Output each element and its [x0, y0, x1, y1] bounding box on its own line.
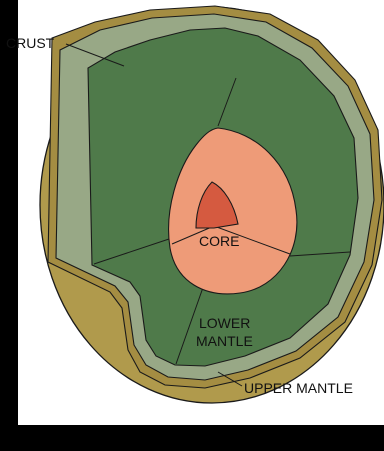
core-label: CORE — [199, 233, 239, 249]
upper-mantle-label: UPPER MANTLE — [244, 380, 353, 396]
crust-label: CRUST — [6, 35, 55, 51]
lower-mantle-label-line1: LOWER — [199, 315, 250, 331]
lower-mantle-label-line2: MANTLE — [196, 333, 253, 349]
